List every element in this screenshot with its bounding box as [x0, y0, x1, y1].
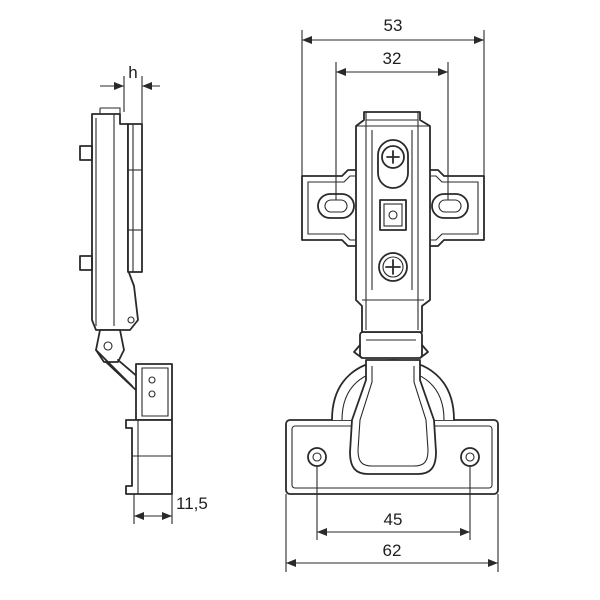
phillips-screw-top-icon — [381, 145, 405, 169]
dim-label-62: 62 — [383, 541, 402, 560]
dimension-labels: 53 32 h 45 62 11,5 — [128, 16, 402, 560]
hinge-knuckle — [353, 331, 429, 359]
phillips-screw-bottom-icon — [378, 252, 408, 282]
hinge-arm-lower — [349, 359, 437, 475]
dim-label-32: 32 — [383, 49, 402, 68]
dimension-lines — [100, 30, 499, 572]
dim-label-53: 53 — [384, 16, 403, 35]
hinge-arm-main — [355, 111, 431, 333]
oval-slot-right-icon — [431, 193, 469, 219]
dim-label-45: 45 — [384, 510, 403, 529]
hinge-front-view — [285, 111, 499, 495]
dim-label-11-5: 11,5 — [176, 494, 208, 513]
hinge-side-view — [79, 107, 173, 495]
adjustment-square-icon — [379, 199, 407, 231]
dim-label-h: h — [128, 63, 137, 82]
